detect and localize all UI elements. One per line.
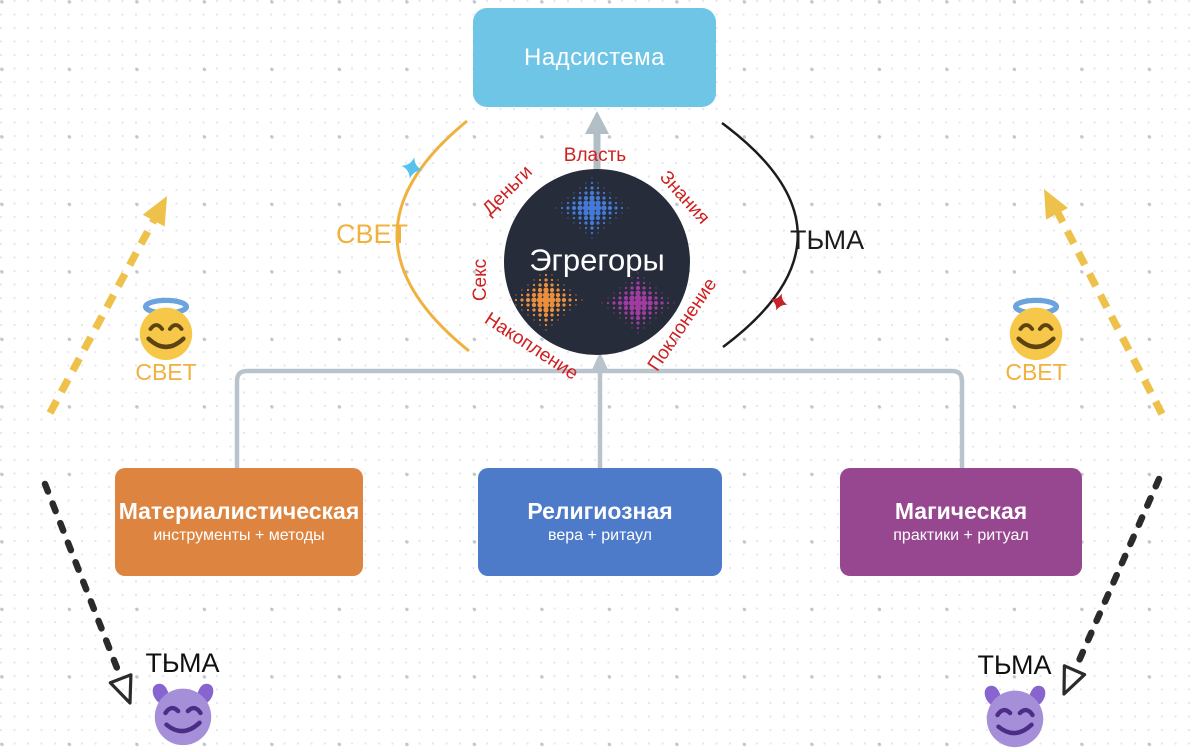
light-dashed-arrow-right-head [1044,189,1068,220]
dark-dashed-arrow-left-head [108,673,133,705]
branch-subtitle: инструменты + методы [153,526,325,544]
dark-corner-right: ТЬМА [972,650,1057,751]
branch-title: Магическая [894,498,1028,525]
light-corner-label: СВЕТ [135,359,197,385]
supersystem-node: Надсистема [473,8,716,107]
red-sparkle-icon [770,293,788,311]
devil-emoji [152,683,213,746]
dark-arc [721,121,799,349]
devil-emoji [984,685,1045,748]
branch-materialistic: Материалистическая инструменты + методы [115,468,363,576]
branch-subtitle: вера + ритаул [548,526,652,544]
light-corner-left: СВЕТ [126,296,206,386]
attribute-power: Власть [563,145,627,166]
dark-arc-label: ТЬМА [790,225,865,255]
supersystem-label: Надсистема [523,43,665,71]
blue-sparkle-icon [401,157,423,179]
light-dashed-arrow-left-head [142,196,167,227]
light-corner-right: СВЕТ [996,296,1076,386]
dark-corner-label: ТЬМА [145,648,220,678]
dark-dashed-arrow-left-line [41,480,121,672]
branch-subtitle: практики + ритуал [893,526,1029,544]
light-corner-label: СВЕТ [1005,359,1067,385]
egregors-core-node: Эгрегоры [504,169,690,355]
dots-cluster-blue [555,177,629,239]
attribute-sex: Секс [470,258,491,302]
dark-corner-left: ТЬМА [140,648,225,749]
dark-corner-label: ТЬМА [977,650,1052,680]
up-arrowhead-to-core [591,352,609,372]
dots-cluster-purple [601,272,675,334]
light-arc-label: СВЕТ [336,219,409,249]
branch-title: Религиозная [527,498,673,525]
dark-dashed-arrow-right-line [1074,475,1163,667]
up-arrowhead-to-supersystem [585,111,609,134]
dark-dashed-arrow-right-head [1062,664,1087,696]
dots-cluster-orange [509,269,583,331]
branch-religious: Религиозная вера + ритаул [478,468,722,576]
branch-magic: Магическая практики + ритуал [840,468,1082,576]
angel-halo-emoji [139,297,193,361]
branch-connector-line [234,368,965,470]
branch-title: Материалистическая [118,498,360,525]
angel-halo-emoji [1009,297,1063,361]
core-label: Эгрегоры [529,242,665,278]
